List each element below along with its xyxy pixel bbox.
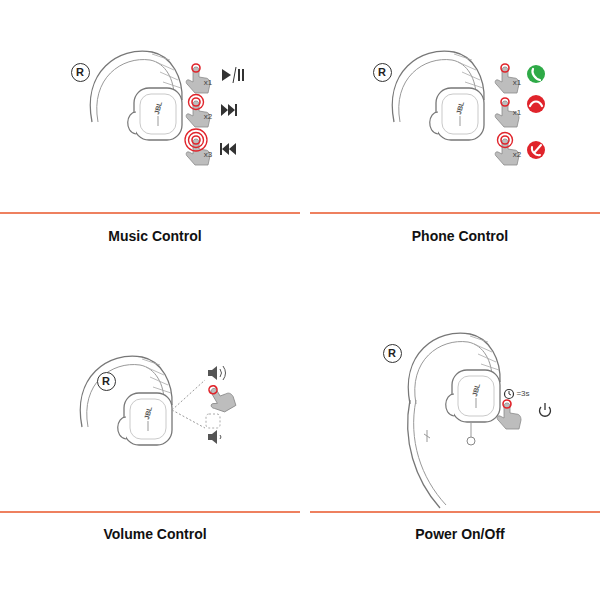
section-caption: Volume Control	[103, 527, 206, 541]
tap-count: x1	[204, 79, 212, 87]
section-caption: Music Control	[108, 229, 201, 243]
hold-duration: =3s	[516, 390, 529, 398]
tap-count: x3	[204, 151, 212, 159]
tap-count: x2	[513, 151, 521, 159]
tap-count: x1	[513, 109, 521, 117]
section-caption: Phone Control	[412, 229, 508, 243]
side-badge: R	[97, 372, 116, 391]
side-letter: R	[76, 67, 84, 78]
side-badge: R	[373, 63, 392, 82]
tap-count: x2	[204, 113, 212, 121]
tap-count: x1	[513, 79, 521, 87]
side-badge: R	[383, 344, 402, 363]
side-badge: R	[71, 63, 90, 82]
side-letter: R	[102, 376, 110, 387]
side-letter: R	[388, 348, 396, 359]
side-letter: R	[378, 67, 386, 78]
section-caption: Power On/Off	[415, 527, 504, 541]
